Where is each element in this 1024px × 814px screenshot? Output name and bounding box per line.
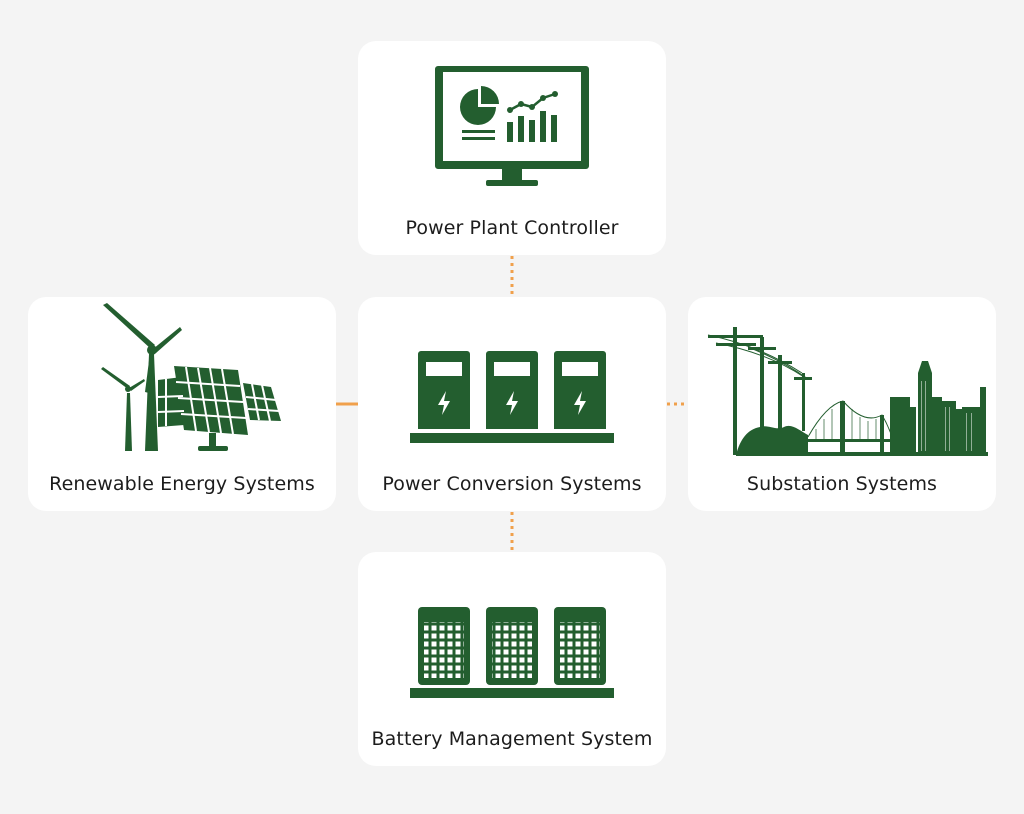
node-label: Power Conversion Systems [382,473,642,495]
node-label: Battery Management System [371,728,653,750]
node-substation-systems[interactable]: Substation Systems [688,297,996,511]
node-renewable-energy-systems[interactable]: Renewable Energy Systems [28,297,336,511]
inverter-cabinets-icon [410,351,614,443]
power-lines-city-icon [707,327,988,456]
wind-solar-icon [101,303,281,451]
monitor-analytics-icon [435,66,589,186]
node-label: Power Plant Controller [405,217,619,239]
node-label: Renewable Energy Systems [49,473,315,495]
node-battery-management-system[interactable]: Battery Management System [358,552,666,766]
node-power-plant-controller[interactable]: Power Plant Controller [358,41,666,255]
battery-racks-icon [410,607,614,698]
node-label: Substation Systems [746,473,938,495]
node-power-conversion-systems[interactable]: Power Conversion Systems [358,297,666,511]
